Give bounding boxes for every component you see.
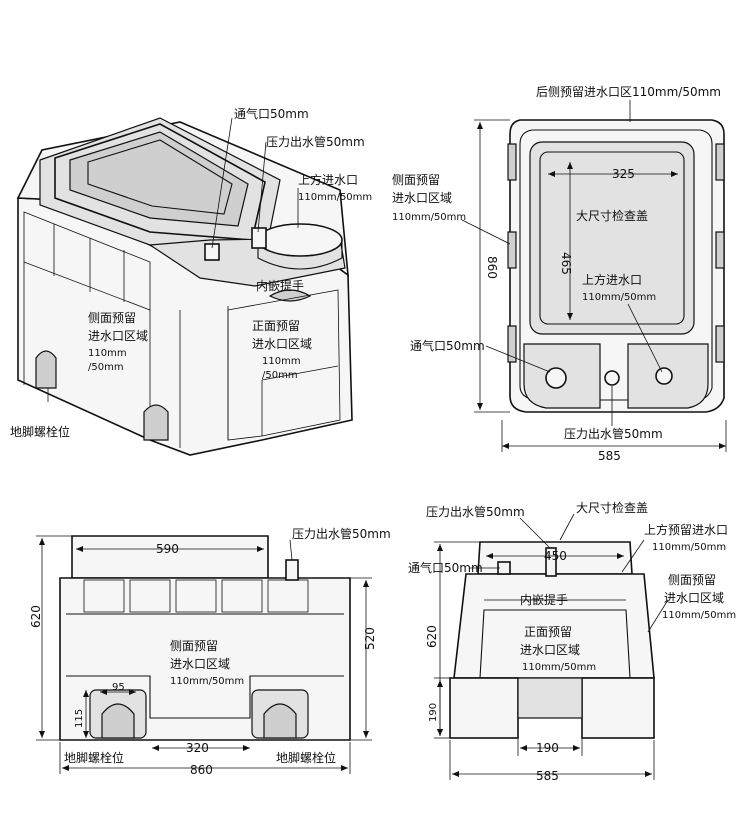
top-side-line2: 进水口区域 bbox=[392, 191, 452, 205]
top-inlet-size: 110mm/50mm bbox=[582, 292, 656, 303]
side-side-line2: 进水口区域 bbox=[664, 591, 724, 605]
iso-front-size1: 110mm bbox=[262, 356, 301, 367]
front-side-line2: 进水口区域 bbox=[170, 657, 230, 671]
front-dim-520: 520 bbox=[363, 627, 377, 650]
side-vent-label: 通气口50mm bbox=[408, 560, 483, 575]
front-side-line1: 侧面预留 bbox=[170, 639, 218, 653]
front-view: 590 620 520 95 115 320 860 压力出水管50mm 侧面预… bbox=[29, 526, 391, 777]
iso-side-size1: 110mm bbox=[88, 348, 127, 359]
side-top-inlet-label: 上方预留进水口 bbox=[644, 522, 728, 537]
iso-front-line2: 进水口区域 bbox=[252, 337, 312, 351]
top-side-size: 110mm/50mm bbox=[392, 212, 466, 223]
front-dim-590: 590 bbox=[156, 542, 179, 556]
top-vent-label: 通气口50mm bbox=[410, 338, 485, 353]
front-dim-320: 320 bbox=[186, 741, 209, 755]
iso-front-size2: /50mm bbox=[262, 370, 298, 381]
front-dim-115: 115 bbox=[74, 709, 85, 728]
side-cover-label: 大尺寸检查盖 bbox=[576, 500, 648, 515]
iso-side-size2: /50mm bbox=[88, 362, 124, 373]
side-pressure-outlet-label: 压力出水管50mm bbox=[426, 504, 525, 519]
iso-top-inlet-label: 上方进水口 bbox=[298, 172, 358, 187]
side-front-line1: 正面预留 bbox=[524, 625, 572, 639]
side-front-line2: 进水口区域 bbox=[520, 643, 580, 657]
top-rear-inlet-label: 后侧预留进水口区110mm/50mm bbox=[536, 85, 721, 99]
iso-side-line1: 侧面预留 bbox=[88, 311, 136, 325]
top-dim-860: 860 bbox=[485, 256, 499, 279]
top-inlet-label: 上方进水口 bbox=[582, 272, 642, 287]
front-dim-95: 95 bbox=[112, 682, 125, 693]
iso-vent-label: 通气口50mm bbox=[234, 106, 309, 121]
iso-anchor-label: 地脚螺栓位 bbox=[10, 424, 70, 439]
top-dim-325: 325 bbox=[612, 167, 635, 181]
iso-pressure-outlet-label: 压力出水管50mm bbox=[266, 134, 365, 149]
iso-front-line1: 正面预留 bbox=[252, 319, 300, 333]
side-dim-190h: 190 bbox=[536, 741, 559, 755]
front-side-size: 110mm/50mm bbox=[170, 676, 244, 687]
side-view: 450 620 190 190 585 压力出水管50mm 大尺寸检查盖 上方预… bbox=[408, 500, 736, 783]
isometric-view: 通气口50mm 压力出水管50mm 上方进水口 110mm/50mm 内嵌提手 … bbox=[10, 106, 372, 456]
top-pressure-outlet-label: 压力出水管50mm bbox=[564, 426, 663, 441]
side-handle-label: 内嵌提手 bbox=[520, 592, 568, 607]
side-top-inlet-size: 110mm/50mm bbox=[652, 542, 726, 553]
top-side-line1: 侧面预留 bbox=[392, 173, 440, 187]
side-dim-620: 620 bbox=[425, 625, 439, 648]
side-dim-585: 585 bbox=[536, 769, 559, 783]
front-pressure-outlet-label: 压力出水管50mm bbox=[292, 526, 391, 541]
top-view: 325 465 860 585 后侧预留进水口区110mm/50mm 侧面预留 … bbox=[392, 85, 727, 463]
front-dim-620: 620 bbox=[29, 605, 43, 628]
top-cover-label: 大尺寸检查盖 bbox=[576, 208, 648, 223]
front-anchor-right-label: 地脚螺栓位 bbox=[276, 750, 336, 765]
top-dim-585: 585 bbox=[598, 449, 621, 463]
side-side-size: 110mm/50mm bbox=[662, 610, 736, 621]
side-side-line1: 侧面预留 bbox=[668, 573, 716, 587]
side-dim-450: 450 bbox=[544, 549, 567, 563]
side-dim-190v: 190 bbox=[428, 703, 439, 722]
iso-handle-label: 内嵌提手 bbox=[256, 278, 304, 293]
iso-top-inlet-size: 110mm/50mm bbox=[298, 192, 372, 203]
front-dim-860: 860 bbox=[190, 763, 213, 777]
front-anchor-left-label: 地脚螺栓位 bbox=[64, 750, 124, 765]
side-front-size: 110mm/50mm bbox=[522, 662, 596, 673]
top-dim-465: 465 bbox=[559, 252, 573, 275]
iso-side-line2: 进水口区域 bbox=[88, 329, 148, 343]
